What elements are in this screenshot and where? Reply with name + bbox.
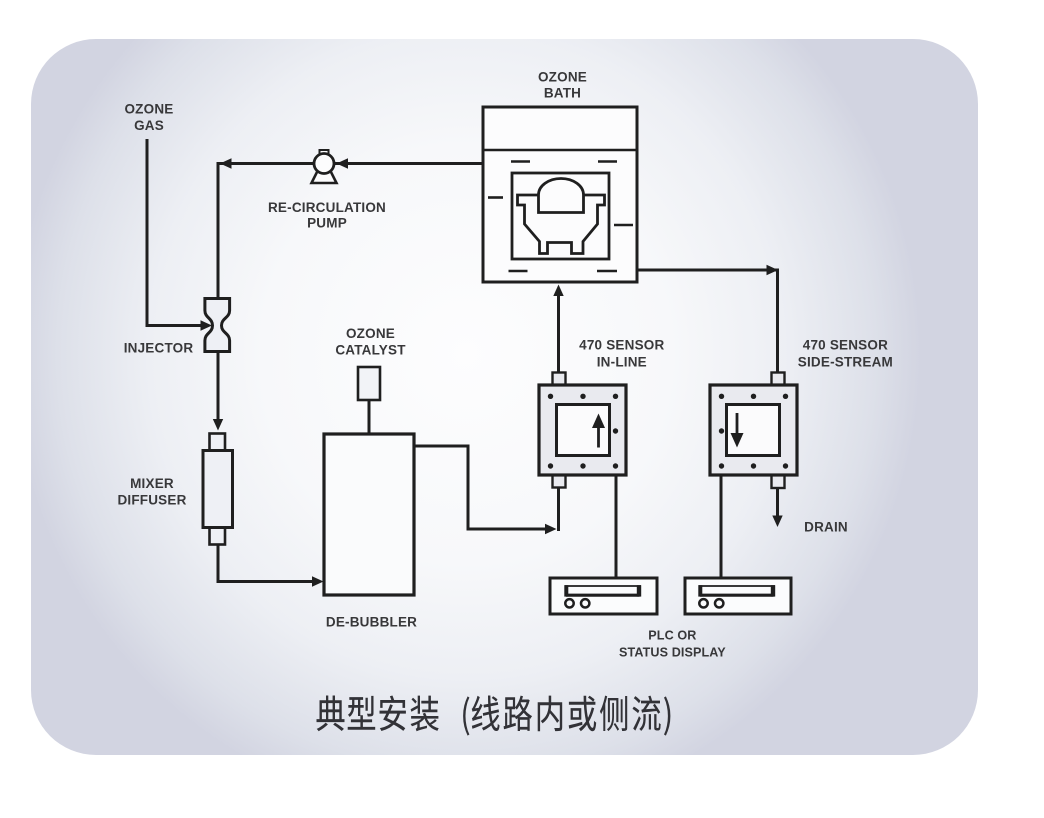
svg-text:SIDE-STREAM: SIDE-STREAM [798,354,893,369]
svg-text:OZONE: OZONE [538,70,587,85]
svg-text:MIXER: MIXER [130,476,174,491]
svg-text:DIFFUSER: DIFFUSER [117,493,186,508]
svg-text:RE-CIRCULATION: RE-CIRCULATION [268,200,386,215]
svg-text:PUMP: PUMP [307,216,347,231]
svg-text:GAS: GAS [134,118,164,133]
svg-text:IN-LINE: IN-LINE [597,354,647,369]
svg-text:OZONE: OZONE [346,326,395,341]
svg-text:OZONE: OZONE [124,102,173,117]
svg-text:DRAIN: DRAIN [804,520,848,535]
svg-text:DE-BUBBLER: DE-BUBBLER [326,615,417,630]
svg-text:PLC OR: PLC OR [648,629,696,643]
svg-text:STATUS DISPLAY: STATUS DISPLAY [619,645,726,659]
svg-text:INJECTOR: INJECTOR [124,341,194,356]
svg-text:BATH: BATH [544,86,581,101]
svg-text:470 SENSOR: 470 SENSOR [803,338,888,353]
svg-text:470 SENSOR: 470 SENSOR [579,338,664,353]
svg-text:CATALYST: CATALYST [335,343,406,358]
